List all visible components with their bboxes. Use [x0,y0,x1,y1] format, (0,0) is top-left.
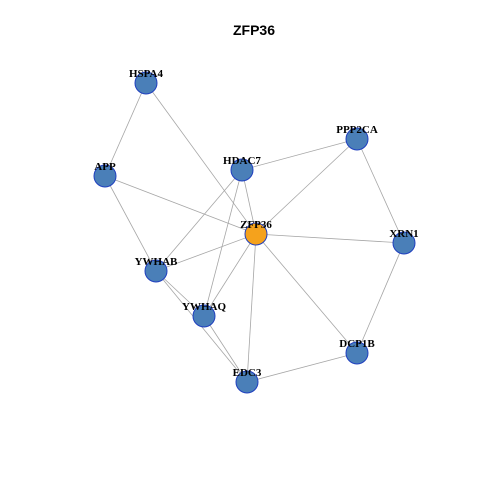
node-label-ywhab: YWHAB [135,256,178,268]
edge-zfp36-ywhaq [203,233,257,317]
node-label-app: APP [94,161,116,173]
node-ywhaq: YWHAQ [182,301,226,328]
edge-zfp36-xrn1 [255,233,405,244]
node-circle-app [93,164,117,188]
edge-app-zfp36 [104,175,257,235]
edge-hspa4-app [104,82,147,177]
diagram-title: ZFP36 [233,22,275,38]
edge-hspa4-zfp36 [145,82,257,235]
node-zfp36: ZFP36 [240,219,272,246]
edge-zfp36-ywhab [155,233,257,272]
node-circle-ywhab [144,259,168,283]
node-label-xrn1: XRN1 [389,228,418,240]
edge-ywhaq-edc3 [203,315,248,383]
edge-zfp36-dcp1b [255,233,358,354]
node-circle-xrn1 [392,231,416,255]
node-xrn1: XRN1 [389,228,419,255]
node-circle-hspa4 [134,71,158,95]
node-dcp1b: DCP1B [339,338,375,365]
node-label-dcp1b: DCP1B [339,338,375,350]
node-circle-ppp2ca [345,127,369,151]
edge-hdac7-ywhab [155,169,243,272]
node-circle-zfp36 [244,222,268,246]
node-label-zfp36: ZFP36 [240,219,272,231]
node-app: APP [93,161,117,188]
edge-ppp2ca-xrn1 [356,138,405,244]
edge-ppp2ca-zfp36 [255,138,358,235]
node-circle-hdac7 [230,158,254,182]
node-label-ppp2ca: PPP2CA [336,124,378,136]
node-edc3: EDC3 [233,367,262,394]
node-label-hspa4: HSPA4 [129,68,164,80]
node-label-ywhaq: YWHAQ [182,301,226,313]
edge-hdac7-ppp2ca [241,138,358,171]
edge-app-ywhab [104,175,157,272]
edge-dcp1b-edc3 [246,352,358,383]
edge-xrn1-dcp1b [356,242,405,354]
edge-hdac7-ywhaq [203,169,243,317]
node-circle-dcp1b [345,341,369,365]
edge-zfp36-edc3 [246,233,257,383]
node-circle-edc3 [235,370,259,394]
node-hspa4: HSPA4 [129,68,164,95]
node-ywhab: YWHAB [135,256,178,283]
node-label-edc3: EDC3 [233,367,262,379]
node-hdac7: HDAC7 [223,155,261,182]
node-circle-ywhaq [192,304,216,328]
node-label-hdac7: HDAC7 [223,155,261,167]
node-ppp2ca: PPP2CA [336,124,378,151]
